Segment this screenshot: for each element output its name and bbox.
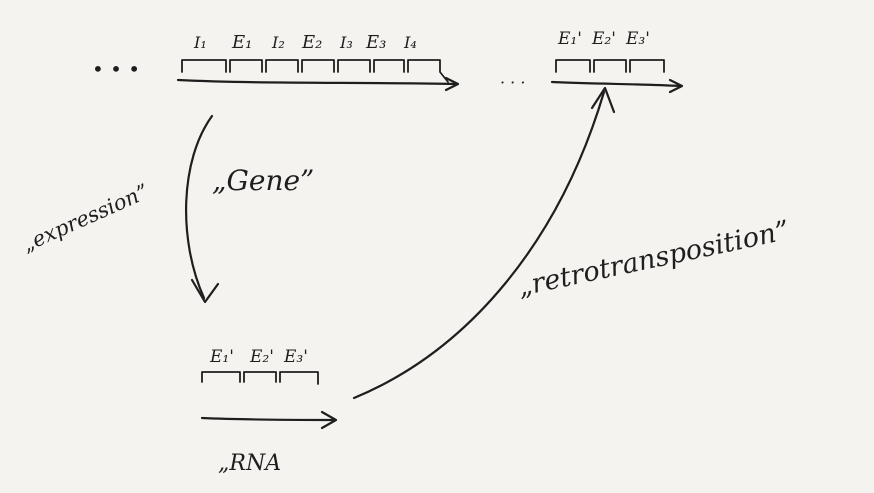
- rna-baseline-arrow: [200, 410, 338, 430]
- retrotransposition-arrow: [352, 86, 616, 400]
- inserted-label-E3: E₃': [625, 29, 650, 49]
- genome-label-E1: E₁: [231, 32, 252, 53]
- rna-label-E2: E₂': [249, 347, 274, 367]
- genome-baseline-arrow: [176, 76, 460, 92]
- expression-arrow: [184, 114, 220, 304]
- rna-label-E3: E₃': [283, 347, 308, 367]
- inserted-baseline-arrow: [550, 78, 684, 94]
- rna-segment-boxes: [201, 371, 319, 385]
- genome-label-E3: E₃: [365, 32, 386, 53]
- rna-label-E1: E₁': [209, 347, 234, 367]
- genome-label-I3: I₃: [339, 33, 353, 52]
- genome-label-E2: E₂: [301, 32, 322, 53]
- inserted-copy: E₁' E₂' E₃': [550, 29, 684, 94]
- genome-label-I4: I₄: [403, 33, 417, 52]
- genome-trailing-dots: · · ·: [500, 73, 525, 92]
- genome-label-I1: I₁: [193, 33, 207, 52]
- expression-label: „expression”: [18, 179, 152, 256]
- genome-strand: • • • · · · I₁ E₁ I₂ E₂ I₃ E₃ I₄: [92, 32, 525, 92]
- genome-label-I2: I₂: [271, 33, 285, 52]
- retrotransposition-label: „retrotransposition”: [515, 215, 792, 303]
- rna-strand: E₁' E₂' E₃' „RNA: [200, 347, 338, 476]
- inserted-segment-boxes: [555, 59, 665, 73]
- inserted-label-E2: E₂': [591, 29, 616, 49]
- rna-label: „RNA: [218, 451, 281, 476]
- genome-leading-dots: • • •: [92, 57, 140, 81]
- genome-segment-boxes: [181, 59, 449, 83]
- gene-label: „Gene”: [212, 164, 314, 197]
- inserted-label-E1: E₁': [557, 29, 582, 49]
